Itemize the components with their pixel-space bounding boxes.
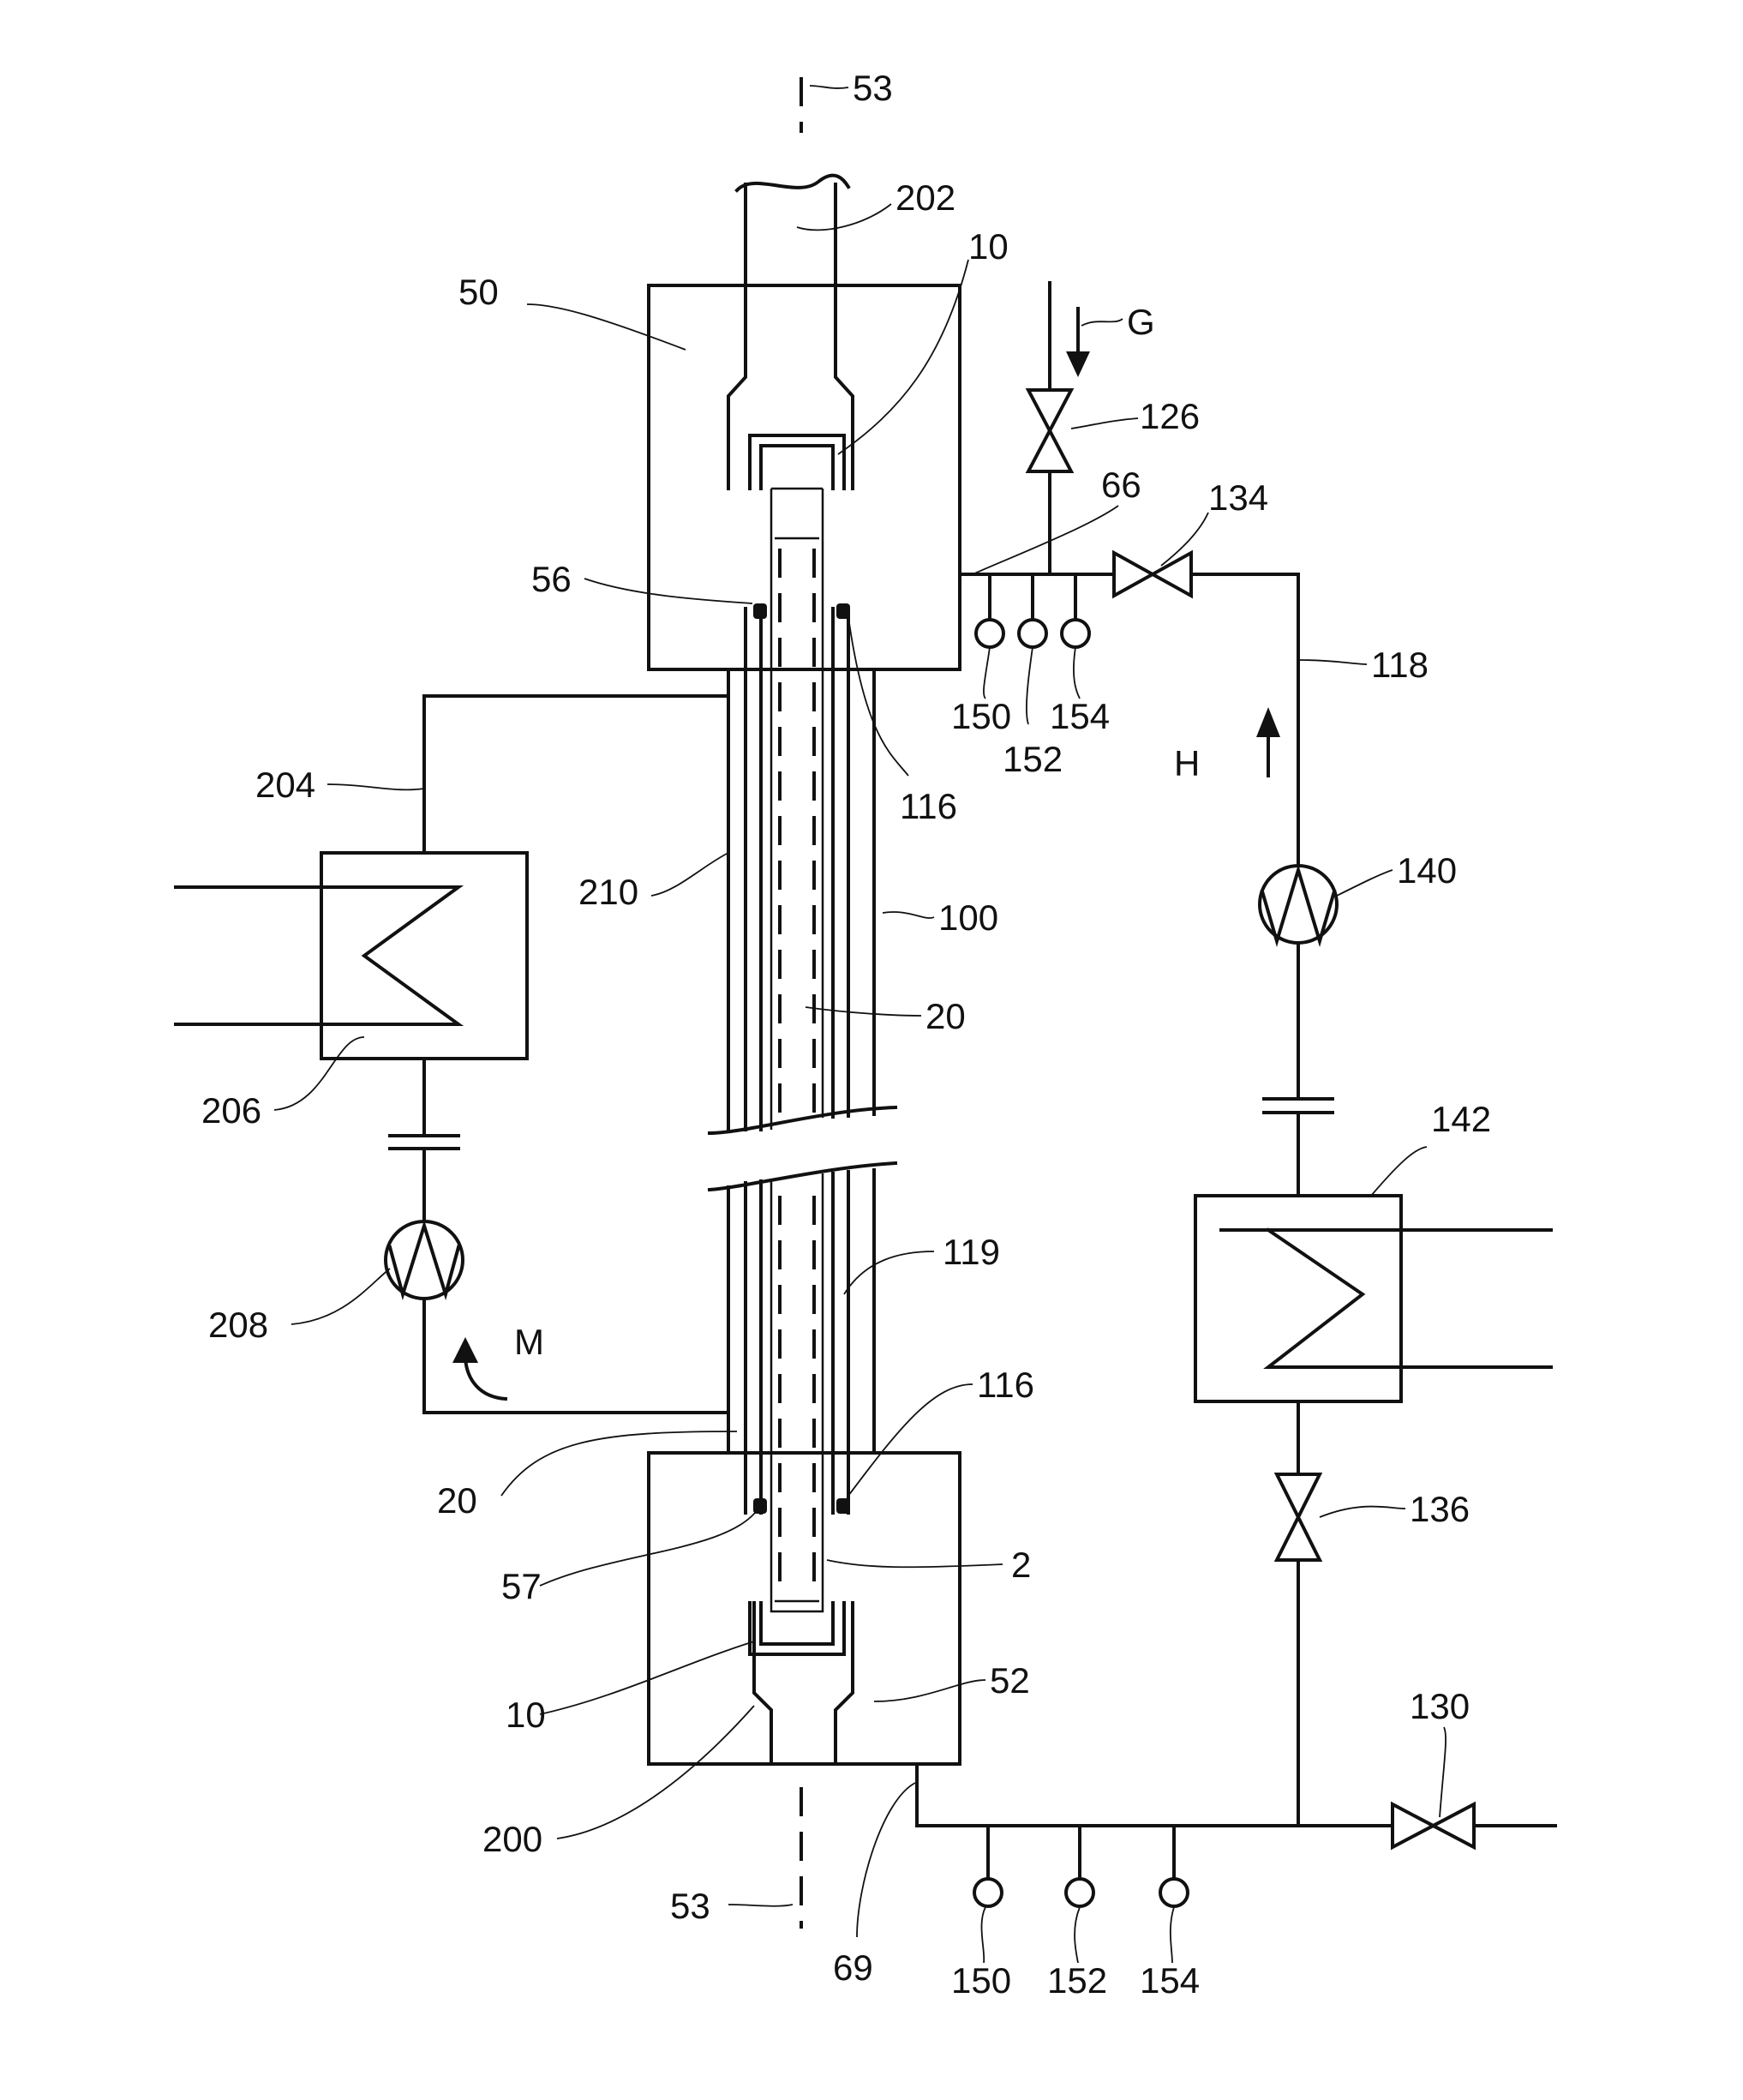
- line-69: [917, 1764, 1393, 1826]
- heat-exchanger-142: [1195, 1196, 1401, 1401]
- label-118: 118: [1371, 645, 1429, 685]
- sensor-152-bot: [1066, 1879, 1093, 1906]
- upper-cap: [750, 435, 844, 489]
- seal-56: [753, 603, 767, 619]
- label-210: 210: [578, 872, 638, 912]
- label-202: 202: [895, 177, 955, 218]
- label-152-top: 152: [1003, 739, 1063, 779]
- label-206: 206: [201, 1090, 261, 1131]
- label-20-mid: 20: [925, 996, 966, 1036]
- label-56: 56: [531, 559, 572, 599]
- lower-chamber: [649, 1453, 960, 1764]
- sensor-150-bot: [974, 1879, 1002, 1906]
- seal-116-bot: [836, 1498, 850, 1514]
- label-152-bot: 152: [1047, 1960, 1107, 2001]
- break-line-upper: [710, 1107, 895, 1133]
- label-136: 136: [1410, 1489, 1470, 1529]
- label-66: 66: [1101, 465, 1141, 505]
- label-126: 126: [1140, 396, 1200, 436]
- sensor-154-bot: [1160, 1879, 1188, 1906]
- seal-116-top: [836, 603, 850, 619]
- upper-cap-inner: [761, 446, 833, 489]
- valve-130: [1393, 1804, 1474, 1847]
- pump-208: [386, 1221, 463, 1299]
- label-130: 130: [1410, 1686, 1470, 1726]
- preform-walls-top: [771, 489, 823, 1130]
- label-52: 52: [990, 1660, 1030, 1701]
- valve-126: [1028, 390, 1071, 471]
- label-116-top: 116: [900, 786, 957, 826]
- heat-exchanger-142-coil: [1221, 1230, 1551, 1367]
- sensor-150-top: [976, 620, 1003, 647]
- upper-shaft-left: [728, 184, 746, 489]
- label-69: 69: [833, 1947, 873, 1988]
- sensor-152-top: [1019, 620, 1046, 647]
- upper-shaft-break: [737, 176, 848, 190]
- label-53-top: 53: [853, 68, 893, 108]
- valve-134: [1114, 553, 1191, 596]
- label-H: H: [1174, 743, 1200, 783]
- arrow-M-head: [452, 1337, 478, 1363]
- label-142: 142: [1431, 1099, 1491, 1139]
- heat-exchanger-206: [321, 853, 527, 1059]
- upper-chamber: [649, 285, 960, 669]
- label-57: 57: [501, 1566, 542, 1606]
- label-150-bot: 150: [951, 1960, 1011, 2001]
- label-100: 100: [938, 897, 998, 938]
- pump-140: [1260, 866, 1337, 943]
- label-204: 204: [255, 765, 315, 805]
- label-50: 50: [458, 272, 499, 312]
- label-G: G: [1127, 302, 1155, 342]
- label-154-bot: 154: [1140, 1960, 1200, 2001]
- heat-exchanger-206-coil: [176, 887, 458, 1024]
- arrow-H-head: [1256, 707, 1280, 737]
- label-10-bot: 10: [506, 1695, 546, 1735]
- label-134: 134: [1208, 477, 1268, 518]
- arrow-M-shaft: [465, 1359, 506, 1399]
- line-204: [424, 696, 728, 853]
- label-140: 140: [1397, 850, 1457, 891]
- label-116-bot: 116: [977, 1365, 1034, 1405]
- arrow-G-head: [1066, 351, 1090, 377]
- label-150-top: 150: [951, 696, 1011, 736]
- label-20-bot: 20: [437, 1480, 477, 1521]
- sensor-154-top: [1062, 620, 1089, 647]
- label-2: 2: [1011, 1545, 1031, 1585]
- label-M: M: [514, 1322, 544, 1362]
- label-154-top: 154: [1050, 696, 1110, 736]
- label-53-bot: 53: [670, 1886, 710, 1926]
- label-208: 208: [208, 1305, 268, 1345]
- valve-136: [1277, 1474, 1320, 1560]
- label-119: 119: [943, 1232, 1000, 1272]
- label-200: 200: [482, 1819, 542, 1859]
- label-10-top: 10: [968, 226, 1009, 267]
- break-line-lower: [710, 1163, 895, 1190]
